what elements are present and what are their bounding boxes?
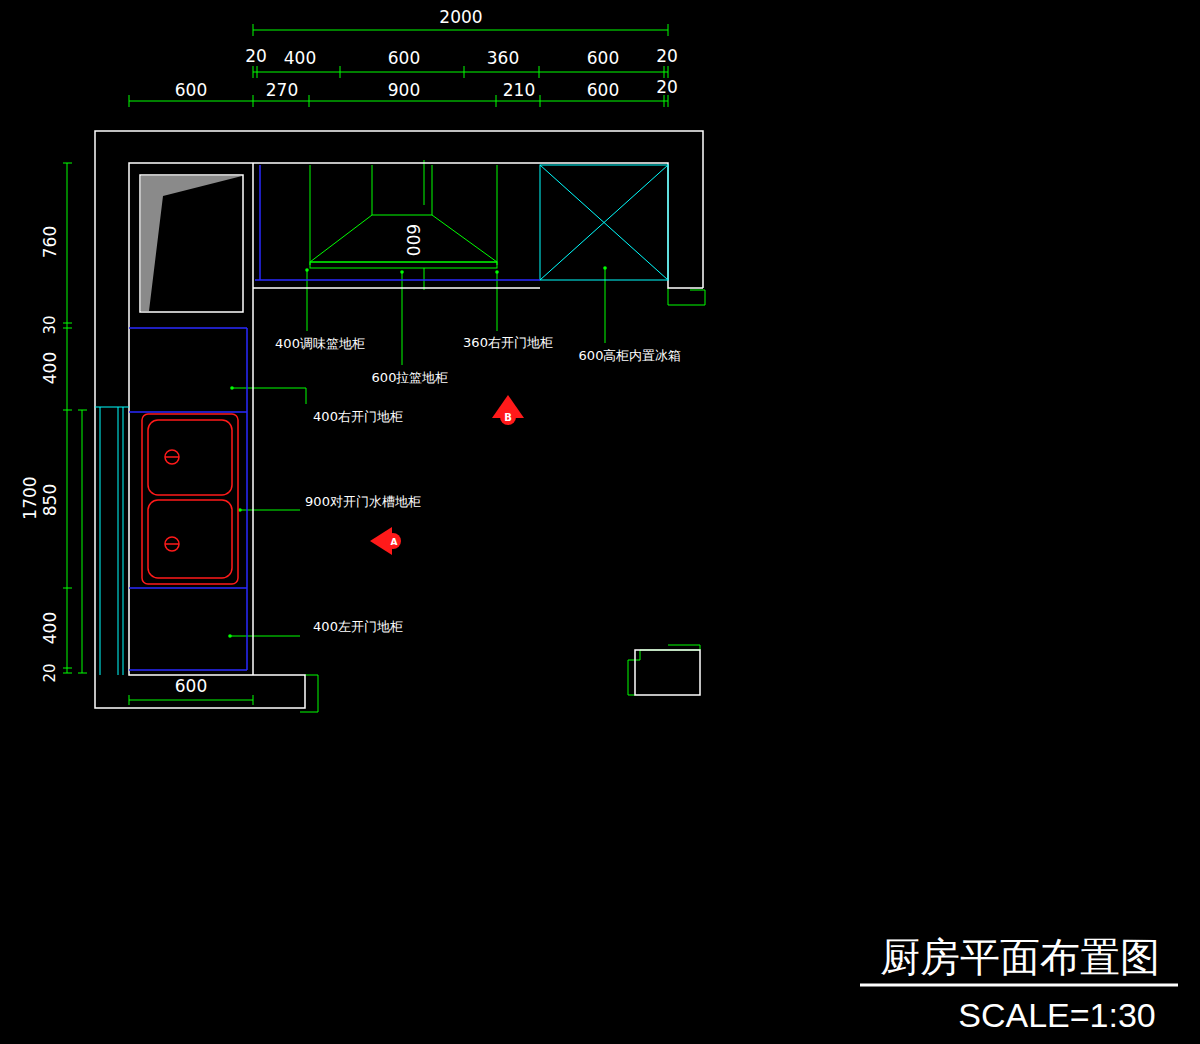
cabinet-label: 900对开门水槽地柜 <box>305 495 421 508</box>
section-mark: B <box>504 413 512 423</box>
dimension: 600 <box>175 82 207 99</box>
cabinet-label: 400调味篮地柜 <box>275 337 365 350</box>
dimension: 600 <box>587 50 619 67</box>
dimension: 600 <box>388 50 420 67</box>
dimension: 20 <box>245 48 267 65</box>
dimension: 2000 <box>439 9 482 26</box>
dimension: 210 <box>503 82 535 99</box>
section-mark: A <box>391 538 398 547</box>
cabinet-label: 400左开门地柜 <box>313 620 403 633</box>
dimension: 20 <box>656 79 678 96</box>
dimension: 400 <box>284 50 316 67</box>
cabinet-label: 600高柜内置冰箱 <box>579 349 682 362</box>
dimension: 270 <box>266 82 298 99</box>
dimension: 760 <box>42 226 59 258</box>
dimension: 850 <box>42 484 59 516</box>
drawing-title: 厨房平面布置图 <box>880 937 1160 977</box>
dimension: 900 <box>388 82 420 99</box>
cabinet-label: 360右开门地柜 <box>463 336 553 349</box>
dimension: 30 <box>43 315 58 334</box>
dimension: 1700 <box>22 476 39 519</box>
dimension: 20 <box>43 663 58 682</box>
cabinet-label: 400右开门地柜 <box>313 410 403 423</box>
dimension: 600 <box>175 678 207 695</box>
scale-note: SCALE=1:30 <box>958 998 1156 1032</box>
dimension: 600 <box>404 224 421 256</box>
dimension: 20 <box>656 48 678 65</box>
dimension: 360 <box>487 50 519 67</box>
dimension: 400 <box>42 352 59 384</box>
dimension: 400 <box>42 612 59 644</box>
dimension: 600 <box>587 82 619 99</box>
cabinet-label: 600拉篮地柜 <box>372 371 449 384</box>
